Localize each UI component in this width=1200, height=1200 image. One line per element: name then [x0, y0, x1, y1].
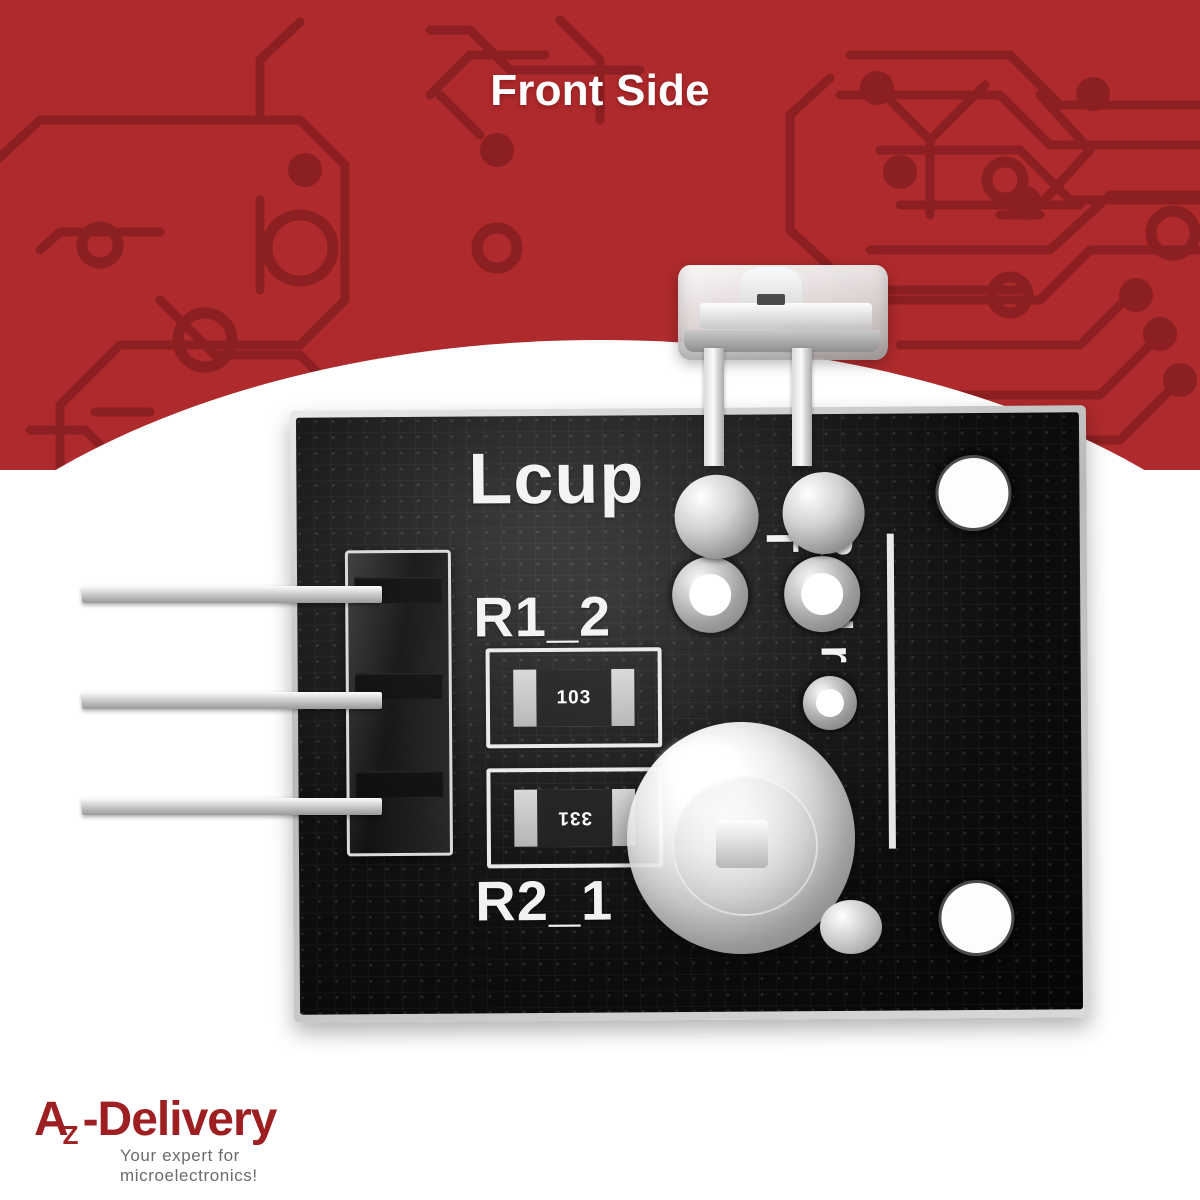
- resistor-code-r2: 331: [537, 789, 613, 847]
- solder-joint-1: [674, 474, 759, 560]
- brand-tagline: Your expert for microelectronics!: [120, 1146, 258, 1185]
- pcb-soldermask: Lcup R1_2 R2_1 R Hr T 103 331: [295, 412, 1084, 1015]
- pin-header-housing: [344, 549, 453, 857]
- brand-name-rest: -Delivery: [82, 1093, 278, 1146]
- silkscreen-rule: [886, 533, 896, 849]
- mounting-hole-top-right: [938, 457, 1009, 529]
- silkscreen-label-r2: R2_1: [475, 868, 614, 933]
- page-title: Front Side: [490, 66, 710, 115]
- brand-wordmark: AZ-Delivery: [34, 1093, 374, 1149]
- resistor-code-r1: 103: [536, 669, 612, 727]
- brand-letter-z: Z: [62, 1120, 79, 1150]
- through-hole-pad-1: [671, 556, 749, 634]
- resistor-body: 331: [514, 788, 636, 847]
- brand-letter-a: A: [34, 1093, 69, 1146]
- silkscreen-label-lcup: Lcup: [468, 438, 645, 520]
- through-hole-pad-2: [783, 555, 861, 633]
- smd-resistor-r2: 331: [486, 767, 664, 869]
- pcb-board: Lcup R1_2 R2_1 R Hr T 103 331: [289, 405, 1091, 1023]
- brand-logo: AZ-Delivery Your expert for microelectro…: [34, 1093, 374, 1186]
- smd-resistor-r1: 103: [485, 647, 663, 749]
- resistor-body: 103: [513, 668, 635, 727]
- banner-header: Front Side: [0, 0, 1200, 470]
- banner-graphic: [0, 0, 1200, 470]
- through-hole-pad-3: [802, 675, 858, 731]
- solder-joint-2: [782, 471, 865, 555]
- silkscreen-label-r1: R1_2: [473, 584, 612, 649]
- mounting-hole-bottom-right: [941, 882, 1012, 954]
